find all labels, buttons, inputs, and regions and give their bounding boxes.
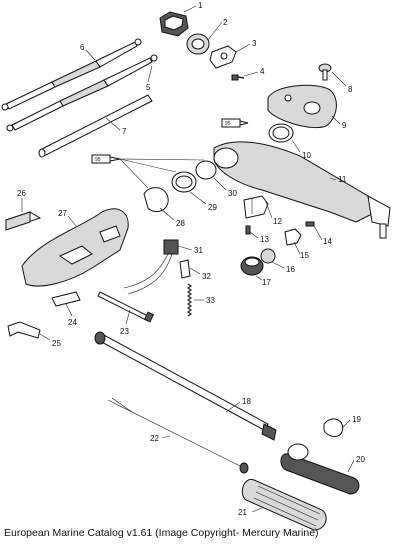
part-label-17: 17 [262, 278, 271, 287]
part-3-plate [209, 45, 237, 69]
part-26-block [4, 211, 42, 231]
part-19-clip [323, 418, 344, 437]
part-label-24: 24 [68, 318, 77, 327]
sealant-tube-icon-2: 95 [91, 154, 205, 189]
part-label-3: 3 [252, 39, 257, 48]
part-12-bracket [243, 195, 269, 219]
part-label-25: 25 [52, 339, 61, 348]
part-label-5: 5 [146, 83, 151, 92]
part-label-14: 14 [323, 237, 332, 246]
part-label-22: 22 [150, 434, 159, 443]
part-label-16: 16 [286, 265, 295, 274]
part-25-bracket [7, 321, 41, 339]
part-10-ring [268, 123, 294, 143]
leader-lines [21, 5, 355, 513]
part-label-1: 1 [198, 1, 203, 10]
part-14-screw [305, 221, 315, 227]
part-30-ring [195, 160, 217, 180]
part-16-knob [260, 248, 276, 264]
part-1-bracket [159, 11, 189, 37]
part-15-clip [284, 228, 302, 246]
part-5-gas-strut [6, 54, 158, 132]
part-label-29: 29 [208, 203, 217, 212]
part-23-bolt [97, 291, 155, 323]
part-label-9: 9 [342, 121, 347, 130]
part-32-clip [179, 259, 191, 279]
part-label-31: 31 [194, 246, 203, 255]
part-17-knob [240, 256, 264, 276]
part-label-18: 18 [242, 397, 251, 406]
part-label-4: 4 [260, 67, 265, 76]
part-label-2: 2 [223, 18, 228, 27]
part-9-cover [267, 84, 337, 129]
part-24-plate [51, 291, 81, 307]
part-label-8: 8 [348, 85, 353, 94]
part-4-screw [231, 74, 245, 81]
part-label-21: 21 [238, 508, 247, 517]
part-label-15: 15 [300, 251, 309, 260]
part-label-28: 28 [176, 219, 185, 228]
svg-text:95: 95 [225, 121, 231, 127]
image-caption: European Marine Catalog v1.61 (Image Cop… [4, 527, 319, 539]
part-11-tiller-arm [213, 141, 391, 239]
part-label-26: 26 [17, 189, 26, 198]
part-number-labels: 1 2 3 4 5 6 7 8 9 10 11 12 13 14 15 16 1… [17, 1, 365, 517]
part-31-switch [123, 239, 179, 295]
part-18-cable [94, 331, 277, 441]
part-20-grip [280, 443, 360, 495]
part-2-bearing [186, 33, 210, 55]
part-label-13: 13 [260, 235, 269, 244]
part-label-20: 20 [356, 455, 365, 464]
part-label-7: 7 [122, 127, 127, 136]
part-label-27: 27 [58, 209, 67, 218]
svg-text:95: 95 [95, 157, 101, 163]
part-27-handle-body [21, 208, 129, 287]
part-28-gasket [143, 187, 169, 213]
part-label-30: 30 [228, 189, 237, 198]
part-label-32: 32 [202, 272, 211, 281]
part-13-screw [245, 225, 251, 235]
part-29-ring [171, 171, 197, 193]
part-label-6: 6 [80, 43, 85, 52]
part-22-cable [107, 397, 249, 474]
part-33-spring [186, 283, 193, 317]
part-label-10: 10 [302, 151, 311, 160]
part-label-11: 11 [338, 175, 347, 184]
part-6-gas-strut [1, 38, 142, 111]
part-8-bolt [318, 63, 332, 81]
part-label-19: 19 [352, 415, 361, 424]
part-label-12: 12 [273, 217, 282, 226]
part-7-rod [38, 94, 153, 158]
part-21-handle-grip [241, 478, 327, 531]
sealant-tube-icon: 95 [221, 118, 249, 128]
part-label-23: 23 [120, 327, 129, 336]
part-label-33: 33 [206, 296, 215, 305]
